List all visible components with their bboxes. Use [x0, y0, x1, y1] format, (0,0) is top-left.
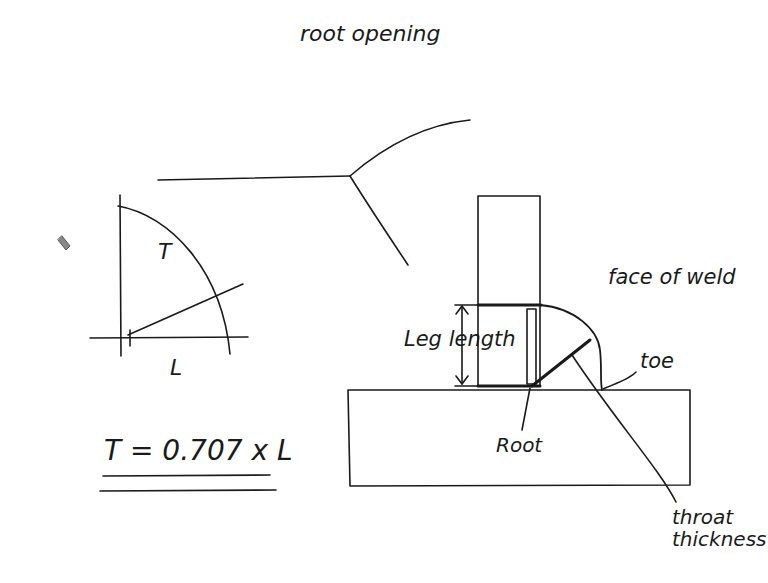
underline [100, 490, 276, 491]
tick [129, 330, 131, 346]
groove-line [158, 176, 350, 180]
part-label: toe [640, 350, 674, 373]
formula-label: T = 0.707 x L [104, 436, 293, 467]
underline [103, 475, 270, 476]
throat-line [128, 284, 243, 335]
leader-line [522, 388, 530, 430]
leader-line [572, 355, 676, 502]
weld-leg [478, 304, 541, 307]
leader-line [603, 372, 636, 389]
leg-line [120, 195, 121, 356]
symbol-label: T [158, 240, 171, 264]
base-plate [348, 390, 690, 486]
part-label: throat thickness [672, 506, 762, 550]
groove-line [350, 120, 470, 176]
part-label: Root [496, 434, 542, 456]
weld-inner [527, 309, 536, 384]
dimension-label: Leg length [404, 328, 516, 351]
groove-line [350, 176, 408, 265]
throat-line [532, 340, 590, 386]
pencil-icon [58, 236, 70, 250]
weld-face [540, 305, 602, 390]
symbol-label: L [170, 356, 182, 380]
vertical-plate [478, 196, 540, 386]
part-label: face of weld [608, 266, 736, 289]
heading-label: root opening [300, 22, 441, 46]
leg-line [90, 337, 248, 338]
